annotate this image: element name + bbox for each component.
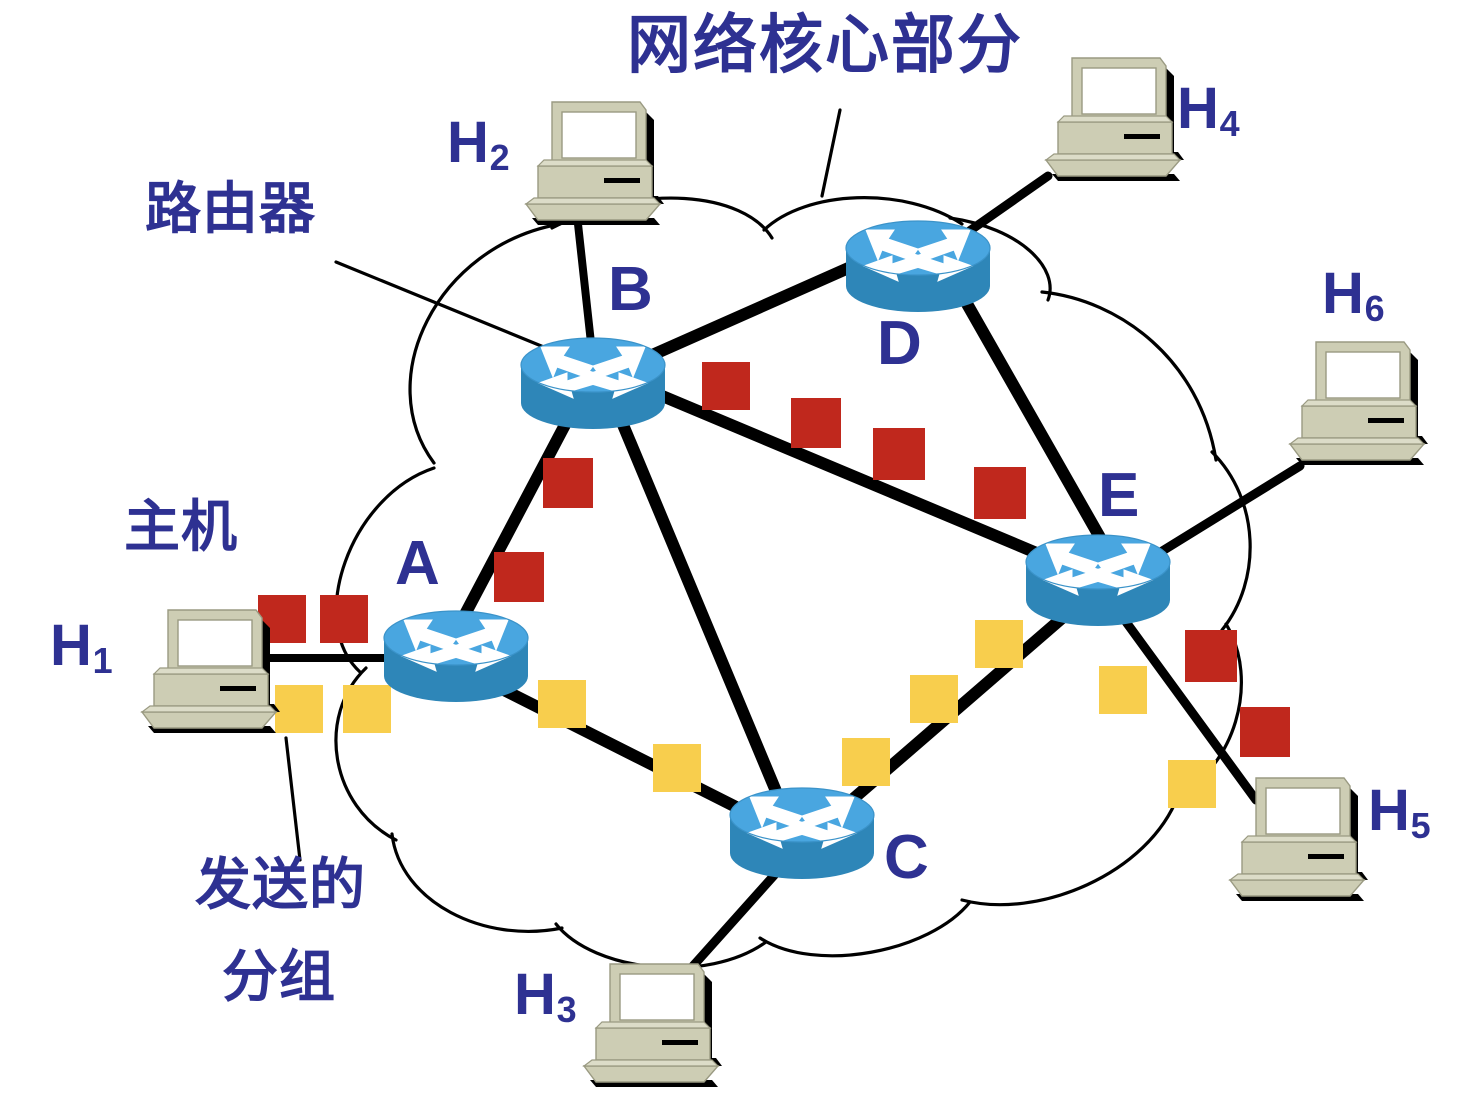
- host-label-H6: H6: [1322, 265, 1385, 327]
- router-icon-B[interactable]: [520, 337, 666, 430]
- host-icons: [141, 57, 1429, 1088]
- host-label-H6-base: H: [1322, 261, 1364, 326]
- router-label-D: D: [877, 309, 922, 378]
- host-label-H2-sub: 2: [489, 136, 510, 178]
- link-H6-E: [1133, 461, 1305, 571]
- packet-annotation-label-line1: 发送的: [195, 853, 366, 918]
- red-packet-icon: [1185, 630, 1237, 682]
- red-packet-icon: [320, 595, 368, 643]
- host-label-H5: H5: [1368, 782, 1431, 844]
- host-label-H5-sub: 5: [1410, 804, 1431, 846]
- link-A-C: [482, 676, 752, 818]
- yellow-packet-icon: [275, 685, 323, 733]
- host-label-H2-base: H: [447, 110, 489, 175]
- red-packet-group: [258, 362, 1290, 757]
- yellow-packet-icon: [1168, 760, 1216, 808]
- link-B-A: [456, 398, 582, 626]
- red-packet-icon: [494, 552, 544, 602]
- yellow-packet-icon: [1099, 666, 1147, 714]
- red-packet-icon: [702, 362, 750, 410]
- link-H2-B: [574, 220, 596, 356]
- yellow-packet-icon: [842, 738, 890, 786]
- red-packet-icon: [873, 428, 925, 480]
- red-packet-icon: [543, 458, 593, 508]
- network-cloud-outline: [334, 196, 1252, 970]
- host-label-H6-sub: 6: [1364, 287, 1385, 329]
- link-B-E: [642, 384, 1064, 568]
- host-label-H3-sub: 3: [556, 988, 577, 1030]
- red-packet-icon: [974, 467, 1026, 519]
- link-B-C: [610, 402, 784, 802]
- yellow-packet-icon: [975, 620, 1023, 668]
- router-annotation-label: 路由器: [145, 177, 316, 242]
- red-packet-icon: [791, 398, 841, 448]
- link-B-D: [644, 256, 868, 362]
- router-label-B: B: [608, 255, 653, 324]
- host-label-H4-sub: 4: [1219, 102, 1240, 144]
- host-label-H1: H1: [50, 617, 113, 679]
- desktop-computer-icon-H2[interactable]: [525, 101, 665, 226]
- router-icon-C[interactable]: [729, 787, 875, 880]
- desktop-computer-icon-H3[interactable]: [583, 963, 723, 1088]
- leader-router: [334, 260, 558, 354]
- yellow-packet-icon: [910, 675, 958, 723]
- yellow-packet-icon: [653, 744, 701, 792]
- annotation-leader-lines: [284, 108, 842, 862]
- link-D-E: [952, 282, 1112, 554]
- desktop-computer-icon-H1[interactable]: [141, 609, 281, 734]
- page-title: 网络核心部分: [627, 9, 1023, 83]
- host-label-H2: H2: [447, 114, 510, 176]
- yellow-packet-icon: [538, 680, 586, 728]
- host-label-H1-base: H: [50, 613, 92, 678]
- host-label-H1-sub: 1: [92, 639, 113, 681]
- red-packet-icon: [1240, 707, 1290, 757]
- router-icon-D[interactable]: [845, 220, 991, 313]
- desktop-computer-icon-H4[interactable]: [1045, 57, 1185, 182]
- host-label-H4: H4: [1177, 80, 1240, 142]
- router-label-C: C: [884, 823, 929, 892]
- yellow-packet-icon: [343, 685, 391, 733]
- host-label-H3-base: H: [514, 962, 556, 1027]
- router-icon-A[interactable]: [383, 610, 529, 703]
- host-label-H4-base: H: [1177, 76, 1219, 141]
- host-label-H5-base: H: [1368, 778, 1410, 843]
- router-label-E: E: [1098, 461, 1140, 530]
- host-label-H3: H3: [514, 966, 577, 1028]
- leader-packets: [284, 736, 302, 862]
- host-annotation-label: 主机: [124, 495, 238, 560]
- leader-title: [820, 108, 842, 198]
- packet-annotation-label-line2: 分组: [222, 945, 336, 1010]
- router-label-A: A: [395, 529, 440, 598]
- yellow-packet-group: [275, 620, 1216, 808]
- link-H5-E: [1105, 595, 1261, 805]
- desktop-computer-icon-H6[interactable]: [1289, 341, 1429, 466]
- router-icon-E[interactable]: [1025, 534, 1171, 627]
